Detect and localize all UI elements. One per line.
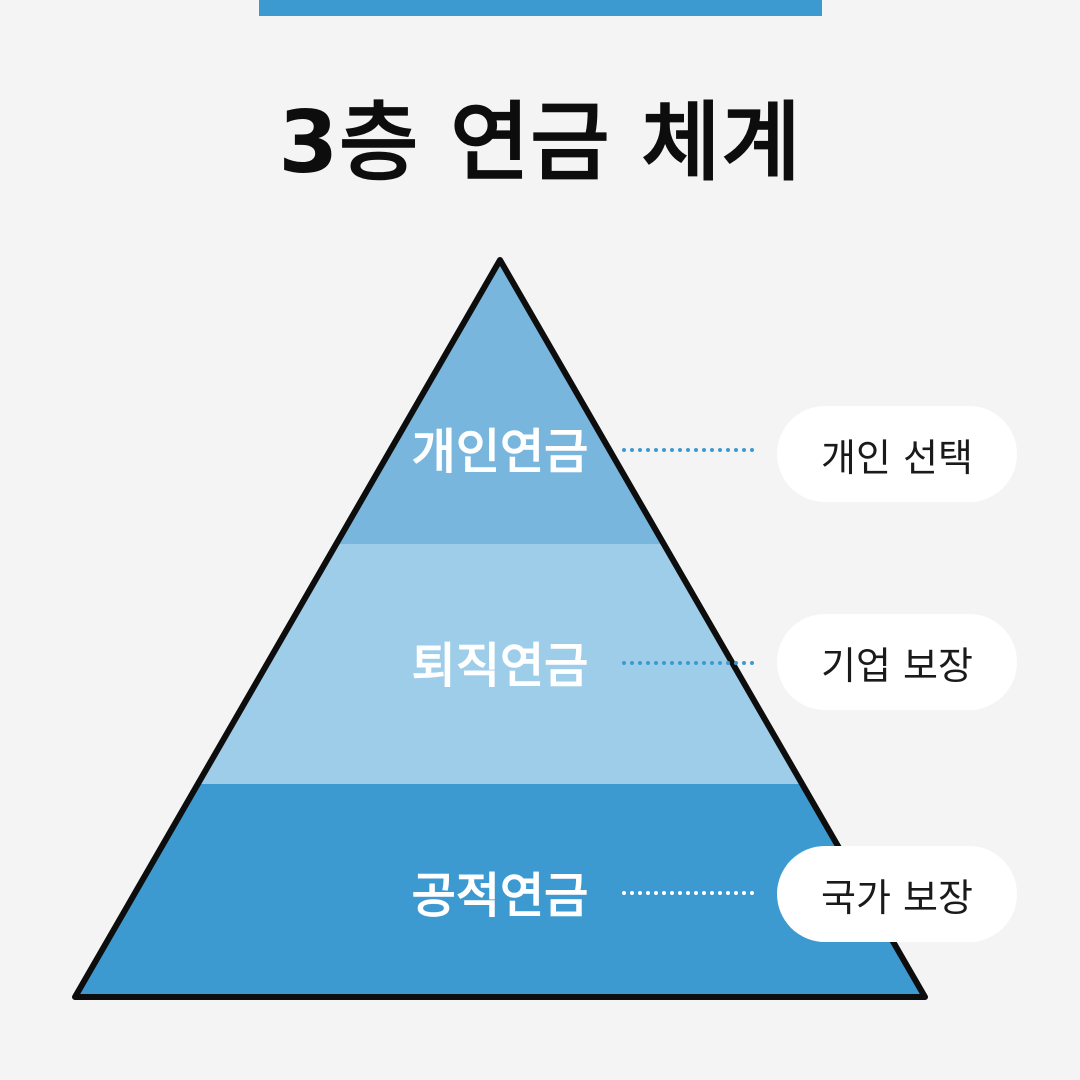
top-accent-bar [259, 0, 822, 16]
tier-description-public: 국가 보장 [777, 846, 1017, 942]
tier-label-public: 공적연금 [412, 868, 589, 924]
pyramid-outline [72, 257, 928, 1000]
tier-description-retirement: 기업 보장 [777, 614, 1017, 710]
tier-label-retirement: 퇴직연금 [412, 638, 589, 694]
tier-description-personal: 개인 선택 [777, 406, 1017, 502]
tier-label-personal: 개인연금 [412, 424, 589, 480]
page-title: 3층 연금 체계 [278, 93, 802, 193]
